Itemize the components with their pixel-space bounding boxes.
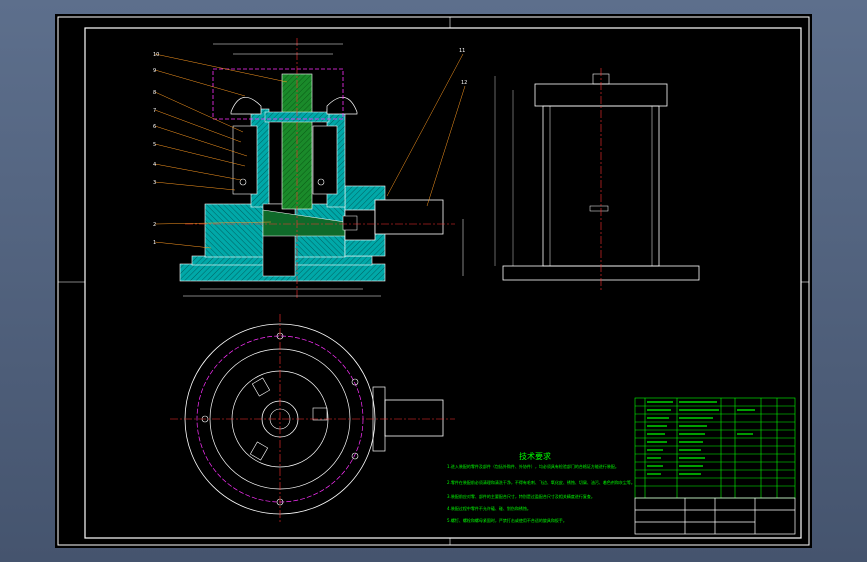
tech-title: 技术要求	[519, 451, 551, 461]
callout-4: 4	[153, 162, 156, 168]
callout-8: 8	[153, 90, 156, 96]
parts-list-table	[634, 397, 796, 499]
callout-12: 12	[461, 80, 467, 86]
drawing-sheet: 10 9 8 7 6 5 4 3 2 1 11 12	[55, 14, 812, 548]
title-block-fill-marks	[647, 401, 755, 475]
top-view	[170, 314, 455, 524]
front-section-view	[179, 38, 464, 300]
tech-line-5: 5.螺钉、螺栓和螺母紧固时，严禁打击或使用不合适的旋具和扳手。	[447, 517, 567, 523]
side-view	[494, 68, 700, 290]
fixture-assembly-drawing: 10 9 8 7 6 5 4 3 2 1 11 12	[57, 16, 810, 546]
technical-requirements: 技术要求 1.进入装配的零件及部件（包括外购件、外协件），均必须具有检验部门的合…	[447, 451, 635, 523]
callout-1: 1	[153, 240, 156, 246]
tech-line-4: 4.装配过程中零件不允许磕、碰、划伤和锈蚀。	[447, 505, 531, 511]
callout-7: 7	[153, 108, 156, 114]
tech-line-2: 2.零件在装配前必须清理和清洗干净，不得有毛刺、飞边、氧化皮、锈蚀、切屑、油污、…	[447, 479, 635, 485]
leader-lines	[154, 53, 466, 249]
callout-9: 9	[153, 68, 156, 74]
callout-6: 6	[153, 124, 156, 130]
tech-line-3: 3.装配前应对零、部件的主要配合尺寸，特别是过盈配合尺寸及相关精度进行复查。	[447, 493, 595, 499]
inner-border	[84, 27, 802, 539]
callout-11: 11	[459, 48, 465, 54]
callout-3: 3	[153, 180, 156, 186]
tech-line-1: 1.进入装配的零件及部件（包括外购件、外协件），均必须具有检验部门的合格证方能进…	[447, 463, 619, 469]
callout-5: 5	[153, 142, 156, 148]
outer-border	[57, 16, 810, 546]
part-callouts: 10 9 8 7 6 5 4 3 2 1 11 12	[153, 48, 467, 246]
callout-10: 10	[153, 52, 159, 58]
title-block	[634, 497, 796, 535]
callout-2: 2	[153, 222, 156, 228]
